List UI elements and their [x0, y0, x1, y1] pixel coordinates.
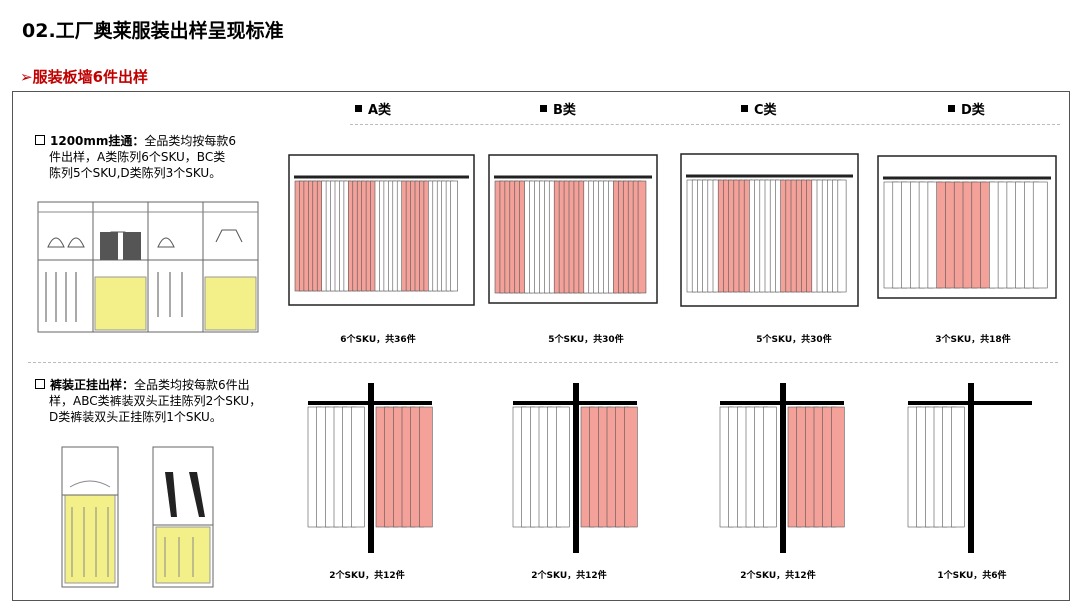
square-bullet-icon [948, 105, 955, 112]
divider-middle [28, 362, 1058, 363]
category-c: C类 [741, 99, 777, 118]
category-a: A类 [355, 99, 391, 118]
pants-unit-illustration-1 [61, 446, 119, 588]
pants-icon [351, 406, 365, 528]
category-d: D类 [948, 99, 985, 118]
square-bullet-icon [355, 105, 362, 112]
sku-label-b1: 5个SKU，共30件 [548, 335, 624, 345]
wall-unit-illustration [37, 201, 259, 333]
rail-display-d [877, 155, 1057, 299]
rail-display-c [680, 153, 859, 307]
page-title: 02.工厂奥莱服装出样呈现标准 [22, 20, 284, 42]
pants-unit-illustration-2 [152, 446, 214, 588]
garment-icon [1032, 181, 1048, 289]
garment-icon [637, 180, 647, 294]
pants-icon [419, 406, 433, 528]
rail-display-a [288, 154, 475, 306]
sku-label-a2: 2个SKU，共12件 [329, 571, 405, 581]
sku-label-b2: 2个SKU，共12件 [531, 571, 607, 581]
pants-icon [831, 406, 845, 528]
pants-icon [556, 406, 570, 528]
pants-icon [763, 406, 777, 528]
content-frame [12, 91, 1070, 601]
pants-stand-a [307, 383, 433, 553]
rail-note: 1200mm挂通：全品类均按每款6 件出样，A类陈列6个SKU，BC类 陈列5个… [35, 133, 236, 181]
sku-label-d2: 1个SKU，共6件 [937, 571, 1007, 581]
rail-display-b [488, 154, 658, 304]
square-bullet-icon [540, 105, 547, 112]
sku-label-c2: 2个SKU，共12件 [740, 571, 816, 581]
pants-stand-c [719, 383, 845, 553]
garment-icon [837, 179, 847, 293]
square-bullet-icon [741, 105, 748, 112]
category-b: B类 [540, 99, 576, 118]
checkbox-icon [35, 379, 45, 389]
pants-stand-d [907, 383, 1032, 553]
pants-icon [624, 406, 638, 528]
checkbox-icon [35, 135, 45, 145]
section-subtitle: ➢服装板墙6件出样 [20, 68, 149, 86]
pants-icon [951, 406, 965, 528]
divider-top [350, 124, 1060, 125]
sku-label-d1: 3个SKU，共18件 [935, 335, 1011, 345]
pants-note: 裤装正挂出样：全品类均按每款6件出 样，ABC类裤装双头正挂陈列2个SKU， D… [35, 377, 261, 425]
sku-label-c1: 5个SKU，共30件 [756, 335, 832, 345]
pants-stand-b [512, 383, 638, 553]
sku-label-a1: 6个SKU，共36件 [340, 335, 416, 345]
subtitle-text: 服装板墙6件出样 [32, 68, 149, 86]
garment-icon [450, 180, 458, 292]
